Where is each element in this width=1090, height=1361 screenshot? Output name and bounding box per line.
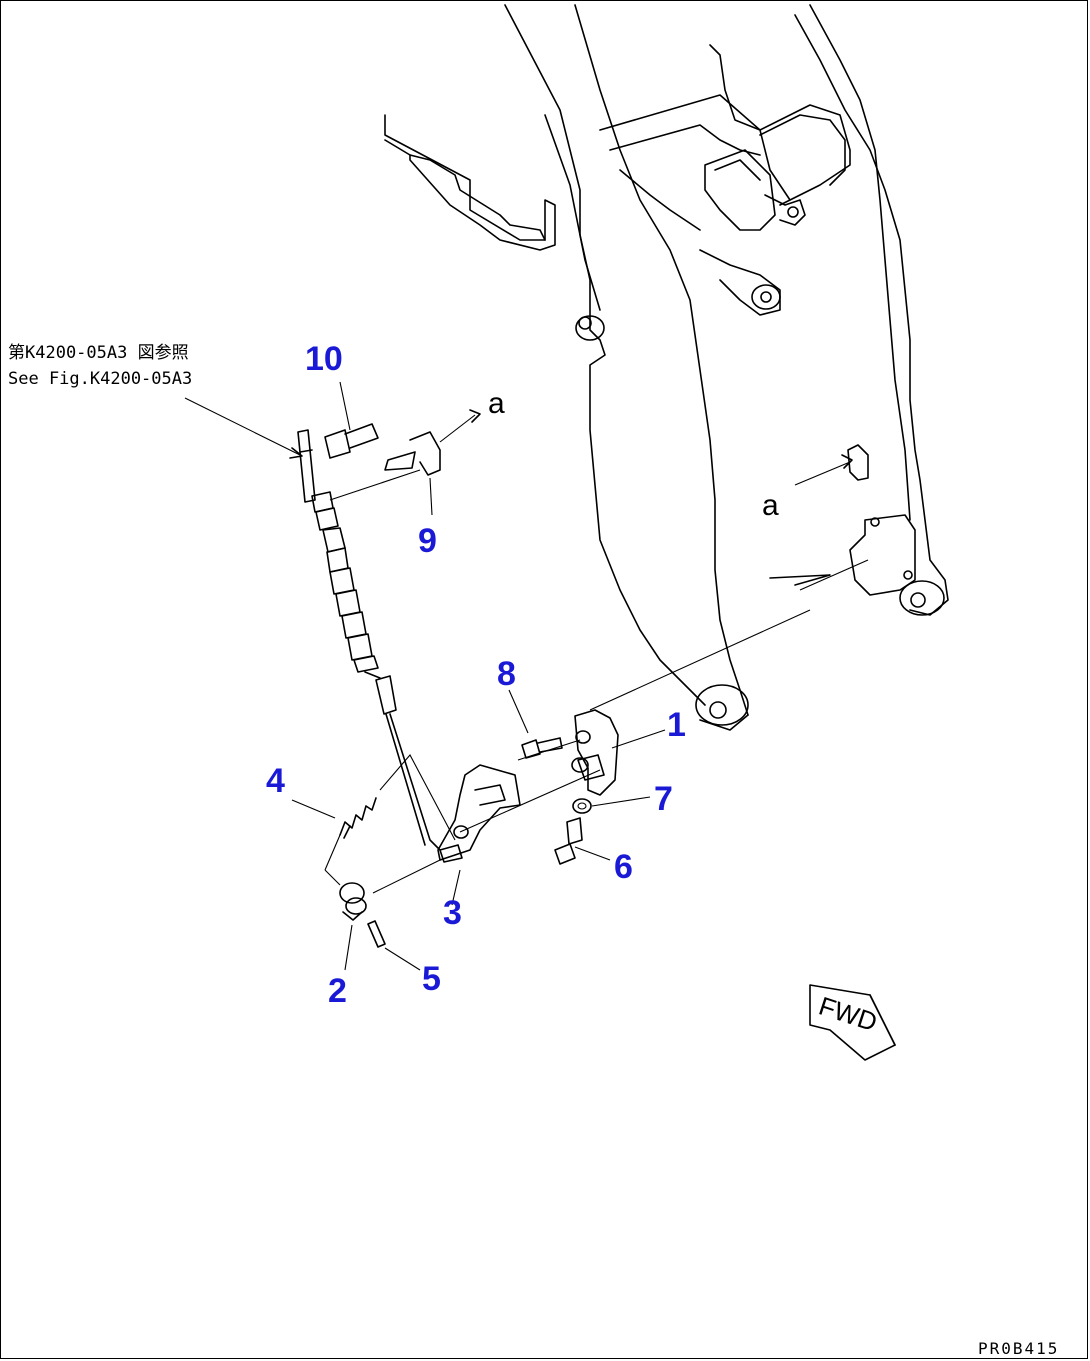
cable-boot [322,527,379,673]
callout-1: 1 [667,706,686,744]
reference-jp: 第K4200-05A3 図参照 [8,343,189,363]
forward-arrow: FWD [809,984,896,1061]
callout-2: 2 [328,972,347,1010]
boom-structure [384,4,949,731]
callout-3: 3 [443,894,462,932]
callout-6: 6 [614,848,633,886]
leader-lines [184,381,853,971]
lever-assembly [324,423,811,948]
view-mark-upper: a [488,387,505,420]
callout-9: 9 [418,522,437,560]
callout-5: 5 [422,960,441,998]
drawing-code: PR0B415 [978,1339,1059,1358]
view-mark-lower: a [762,489,779,522]
reference-en: See Fig.K4200-05A3 [8,369,192,389]
callout-4: 4 [266,762,285,800]
callout-10: 10 [305,340,343,378]
control-cable [297,429,441,851]
callout-7: 7 [654,780,673,818]
callout-8: 8 [497,655,516,693]
